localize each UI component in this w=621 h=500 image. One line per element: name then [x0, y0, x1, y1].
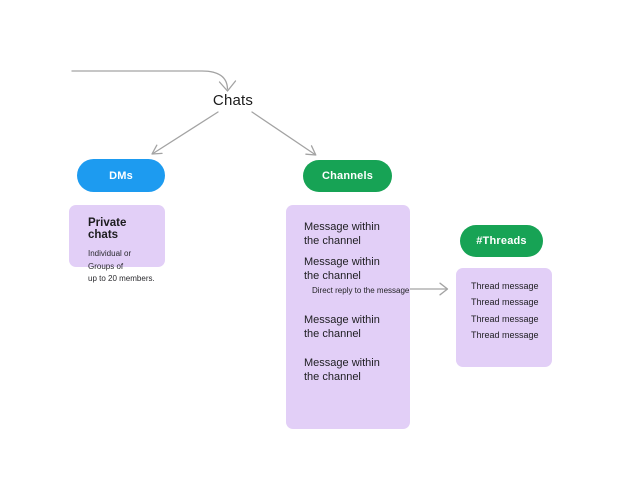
- node-dms-pill[interactable]: DMs: [77, 159, 165, 192]
- card-thread-messages[interactable]: Thread message Thread message Thread mes…: [456, 268, 552, 367]
- connector-chats-to-dms-arrow: [151, 111, 219, 155]
- threads-pill-label: #Threads: [476, 235, 527, 247]
- thread-message: Thread message: [471, 313, 539, 324]
- node-channels-pill[interactable]: Channels: [303, 160, 392, 192]
- dms-pill-label: DMs: [109, 169, 133, 182]
- thread-message: Thread message: [471, 330, 539, 341]
- node-threads-pill[interactable]: #Threads: [460, 225, 543, 257]
- connector-chats-to-channels-arrow: [251, 111, 317, 156]
- card-private-chats[interactable]: Private chats Individual or Groups of up…: [69, 205, 165, 283]
- card-channel-messages[interactable]: Message within the channel Message withi…: [286, 205, 410, 429]
- channels-pill-label: Channels: [321, 170, 374, 182]
- direct-reply-note: Direct reply to the message: [312, 286, 410, 295]
- channel-message: Message within the channel: [304, 357, 380, 383]
- private-chats-title: Private chats: [88, 217, 127, 241]
- thread-message: Thread message: [471, 297, 539, 308]
- private-chats-description: Individual or Groups of up to 20 members…: [88, 249, 155, 283]
- node-chats-label[interactable]: Chats: [212, 92, 254, 109]
- thread-message: Thread message: [471, 281, 539, 291]
- channel-message: Message within the channel: [304, 256, 380, 282]
- channel-message: Message within the channel: [304, 221, 380, 247]
- connector-incoming-arrow: [71, 70, 237, 92]
- channel-message: Message within the channel: [304, 314, 380, 340]
